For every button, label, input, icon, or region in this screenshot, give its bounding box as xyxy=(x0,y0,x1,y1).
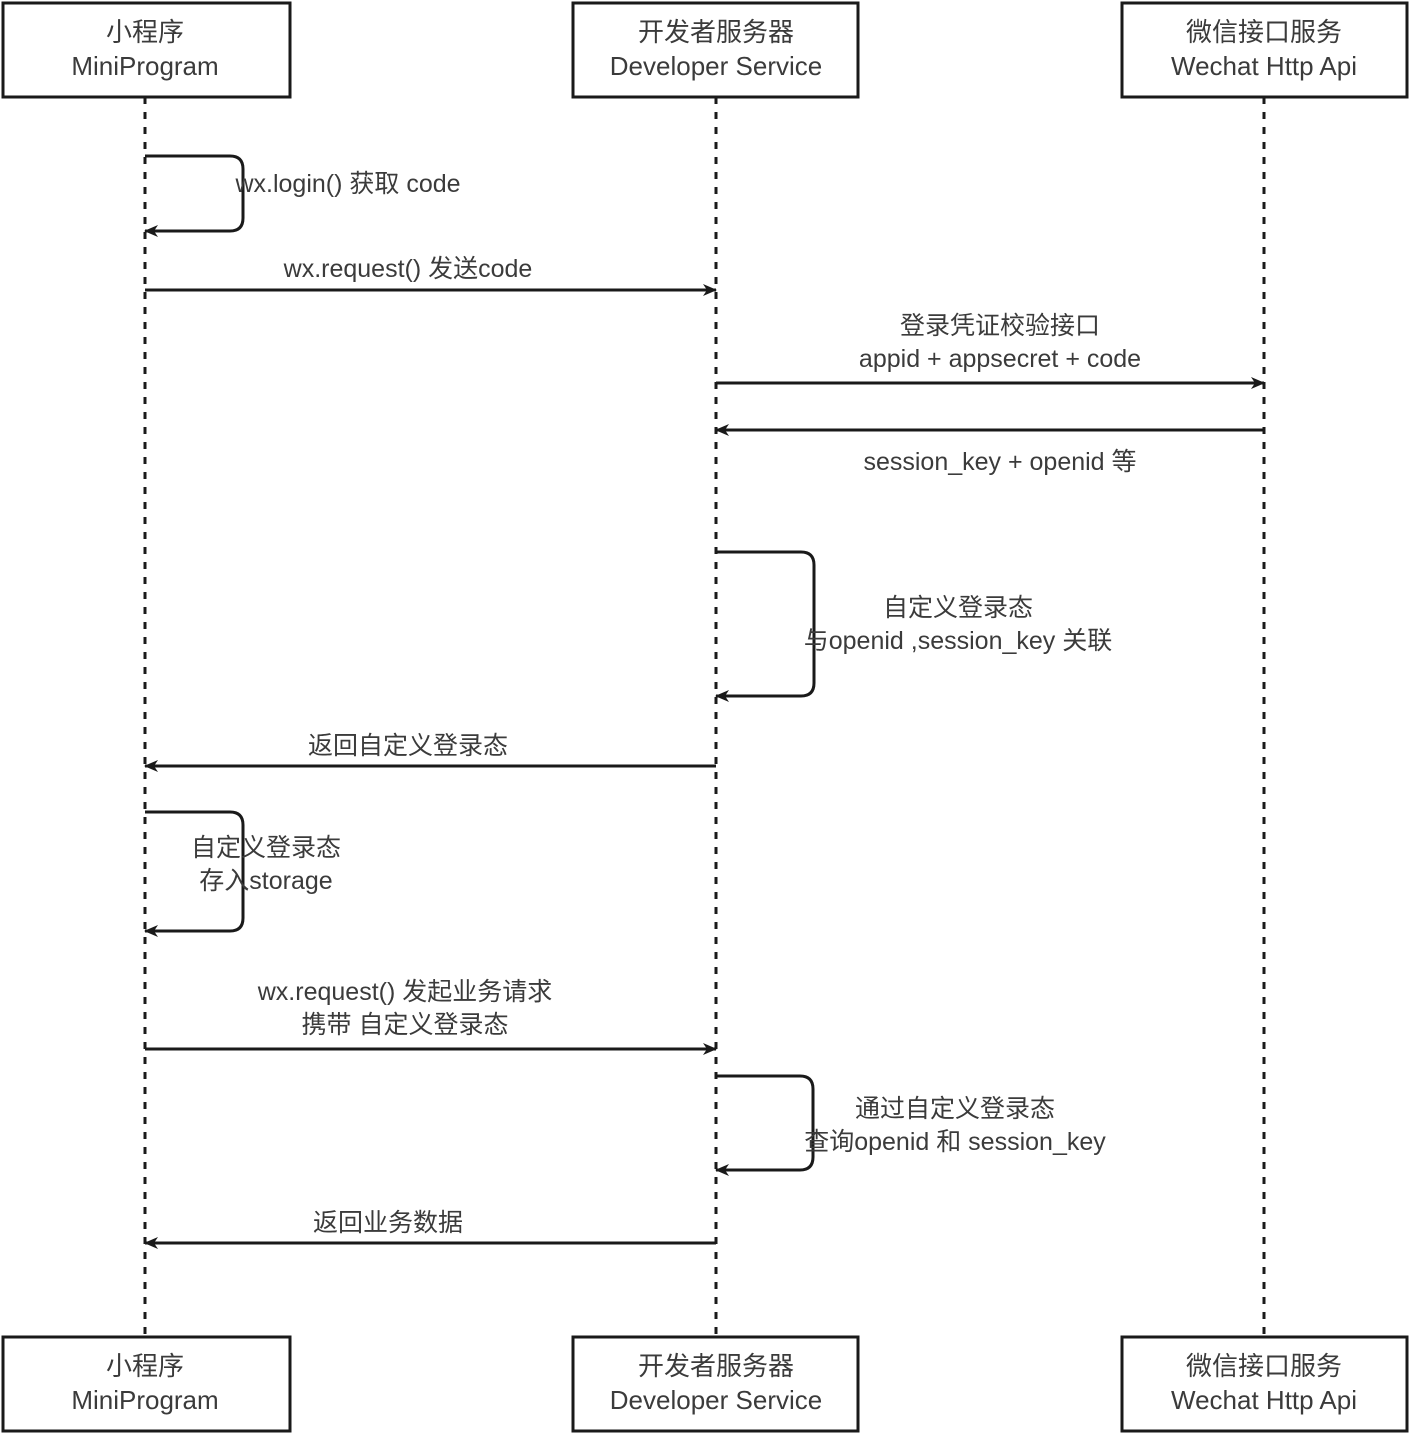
participant-bottom-developer[interactable]: 开发者服务器 Developer Service xyxy=(571,1335,860,1433)
message-label: 返回自定义登录态 xyxy=(308,732,508,760)
message-label: 登录凭证校验接口 xyxy=(900,312,1100,340)
participant-label-en: Wechat Http Api xyxy=(1171,51,1357,81)
participant-label-en: Developer Service xyxy=(610,51,822,81)
message-label: 自定义登录态 xyxy=(191,834,341,862)
message-label: 返回业务数据 xyxy=(313,1209,463,1237)
participant-top-miniprogram[interactable]: 小程序 MiniProgram xyxy=(1,1,292,99)
participant-box xyxy=(571,1,860,99)
participant-top-developer[interactable]: 开发者服务器 Developer Service xyxy=(571,1,860,99)
message-label: appid + appsecret + code xyxy=(859,345,1141,373)
participant-label-en: Developer Service xyxy=(610,1385,822,1415)
message-m3[interactable]: 登录凭证校验接口 appid + appsecret + code xyxy=(716,312,1265,389)
participant-bottom-miniprogram[interactable]: 小程序 MiniProgram xyxy=(1,1335,292,1433)
self-message-loop xyxy=(715,550,816,702)
message-label: 与openid ,session_key 关联 xyxy=(804,627,1112,655)
message-label: session_key + openid 等 xyxy=(863,448,1136,476)
participant-label-en: MiniProgram xyxy=(71,51,218,81)
self-message-loop xyxy=(144,154,245,237)
participant-label-cn: 微信接口服务 xyxy=(1186,1351,1342,1381)
participant-label-cn: 开发者服务器 xyxy=(638,1351,794,1381)
participant-box xyxy=(1120,1335,1409,1433)
self-message-loop xyxy=(144,810,245,937)
participant-box xyxy=(1,1335,292,1433)
self-message-loop xyxy=(715,1074,815,1176)
message-label: 查询openid 和 session_key xyxy=(804,1128,1106,1156)
participant-label-cn: 开发者服务器 xyxy=(638,17,794,47)
participant-box xyxy=(1,1,292,99)
message-m4[interactable]: session_key + openid 等 xyxy=(715,424,1264,476)
message-label: wx.request() 发送code xyxy=(283,255,533,283)
message-label: 自定义登录态 xyxy=(883,594,1033,622)
message-label: wx.request() 发起业务请求 xyxy=(257,978,552,1006)
participant-label-cn: 小程序 xyxy=(106,1351,184,1381)
message-label: 通过自定义登录态 xyxy=(855,1095,1055,1123)
message-label: wx.login() 获取 code xyxy=(234,170,460,198)
participant-label-cn: 小程序 xyxy=(106,17,184,47)
lifelines-group xyxy=(143,97,1266,1337)
participant-label-en: Wechat Http Api xyxy=(1171,1385,1357,1415)
message-m2[interactable]: wx.request() 发送code xyxy=(145,255,717,296)
participant-box xyxy=(571,1335,860,1433)
participant-label-en: MiniProgram xyxy=(71,1385,218,1415)
message-label: 存入storage xyxy=(199,867,332,895)
participant-bottom-wechat[interactable]: 微信接口服务 Wechat Http Api xyxy=(1120,1335,1409,1433)
participant-box xyxy=(1120,1,1409,99)
messages-group: wx.login() 获取 code wx.request() 发送code 登录凭… xyxy=(144,154,1265,1249)
message-label: 携带 自定义登录态 xyxy=(302,1011,509,1039)
message-m6[interactable]: 返回自定义登录态 xyxy=(144,732,716,772)
message-m10[interactable]: 返回业务数据 xyxy=(144,1209,716,1249)
participant-label-cn: 微信接口服务 xyxy=(1186,17,1342,47)
participant-top-wechat[interactable]: 微信接口服务 Wechat Http Api xyxy=(1120,1,1409,99)
message-m1[interactable]: wx.login() 获取 code xyxy=(144,154,461,237)
